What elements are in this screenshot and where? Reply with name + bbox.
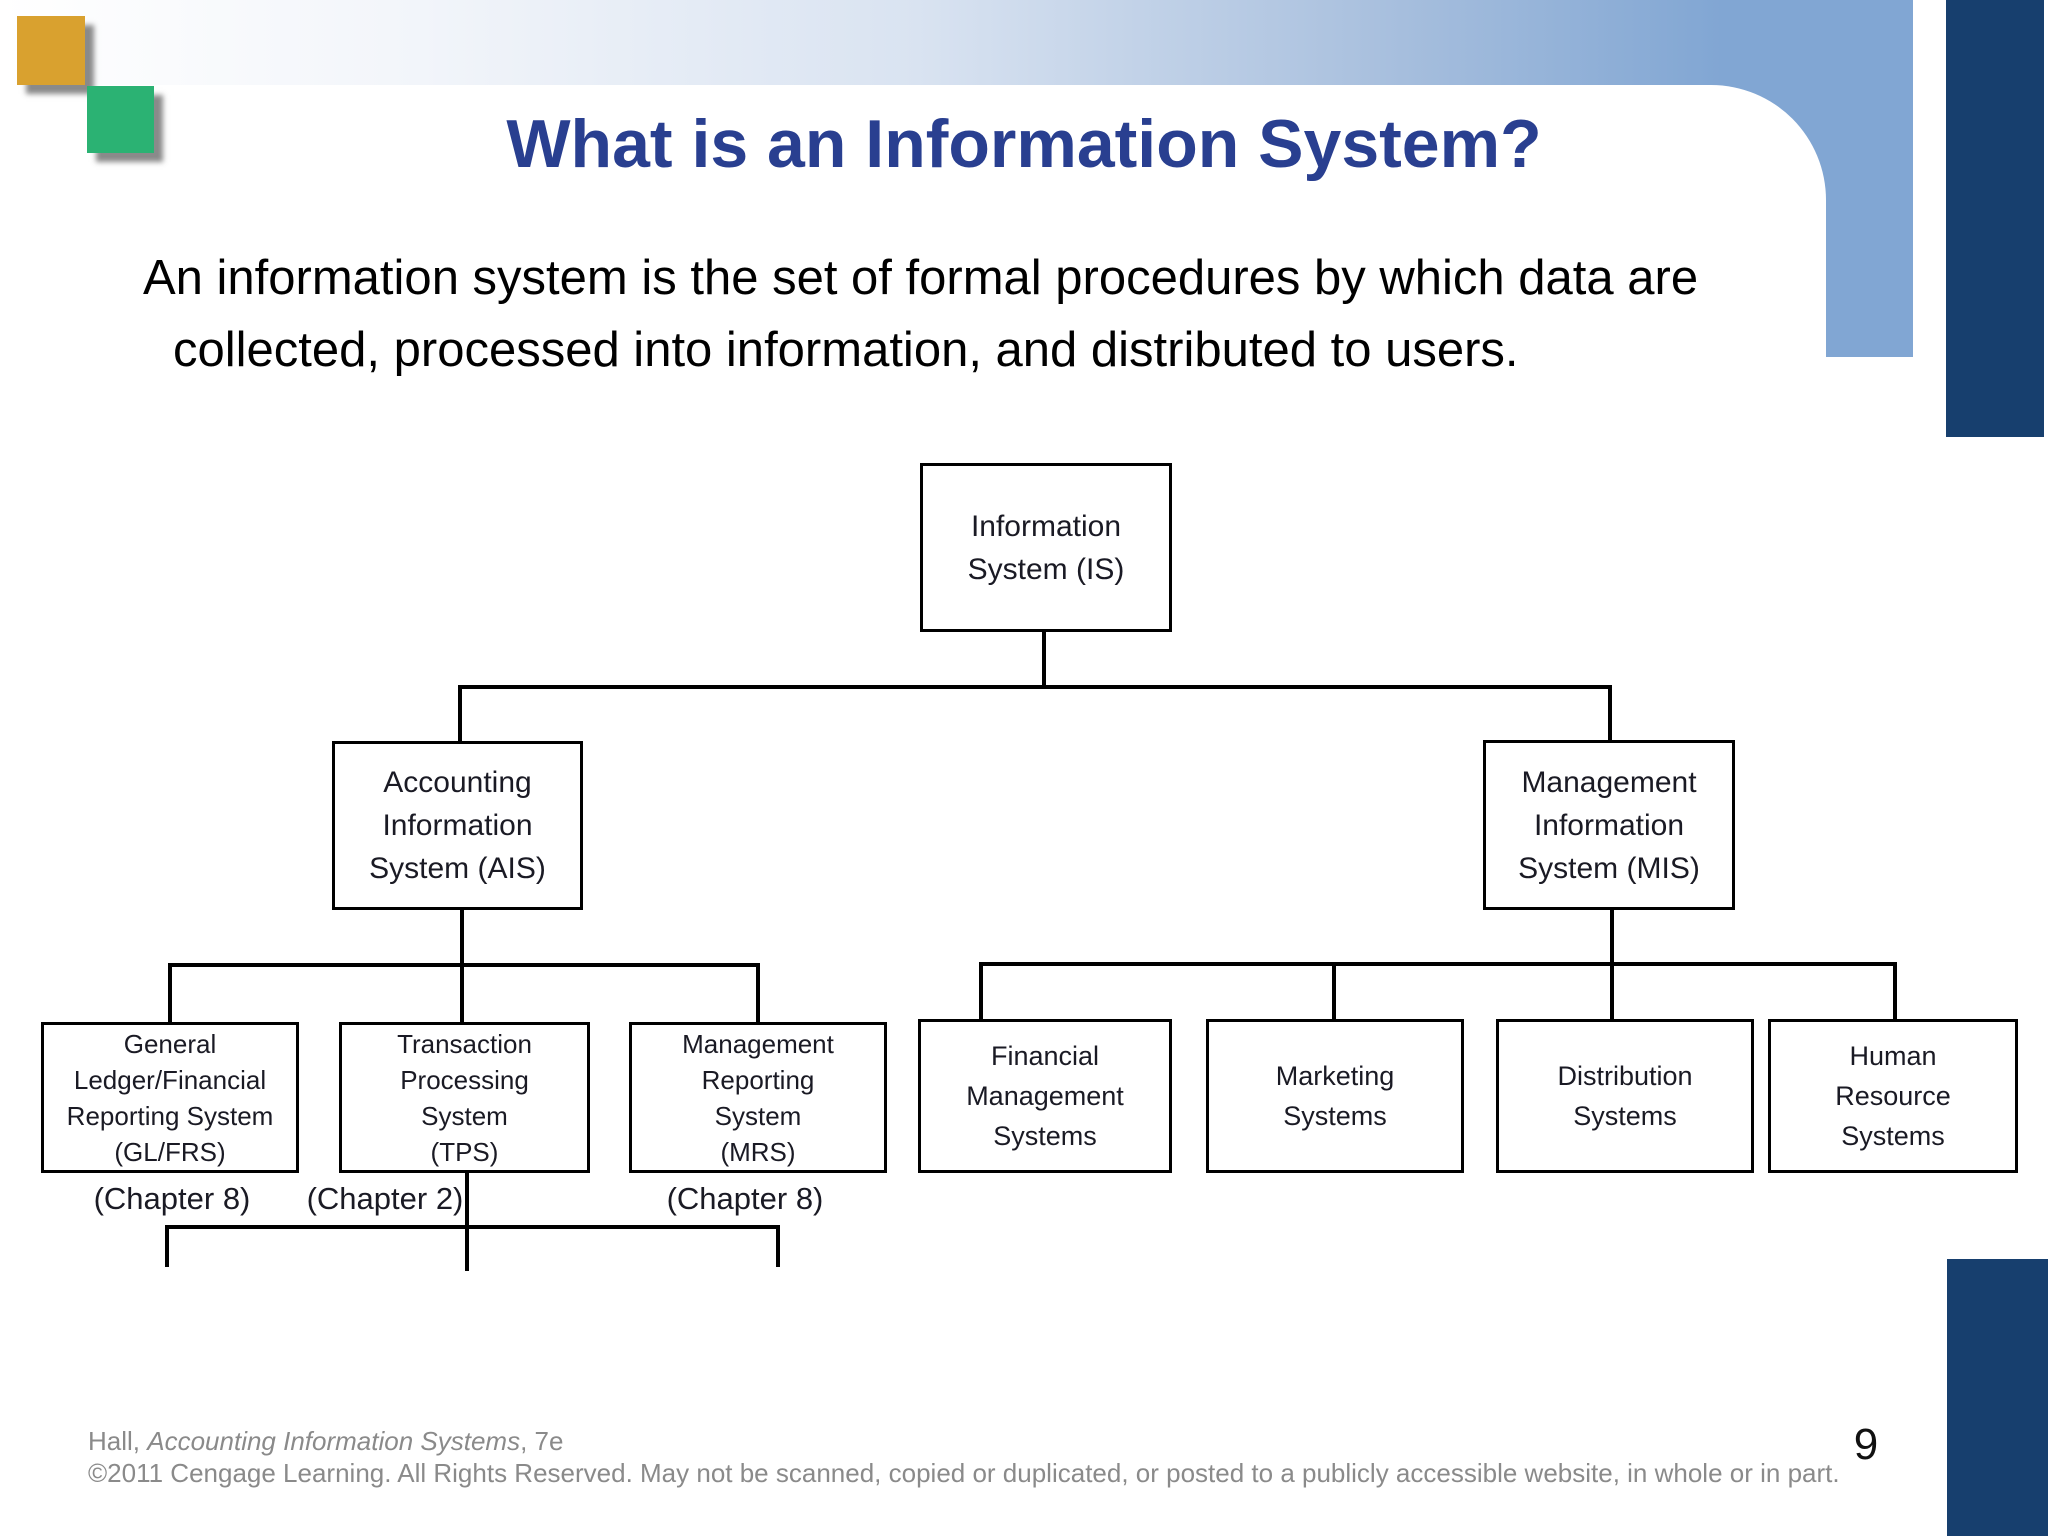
connector-financial-stub bbox=[979, 962, 983, 1020]
connector-mrs-stub bbox=[756, 963, 760, 1024]
connector-tps-sub-left-stub bbox=[165, 1225, 169, 1267]
decor-orange-square bbox=[17, 16, 85, 85]
box-information-system: Information System (IS) bbox=[920, 463, 1172, 632]
connector-distribution-stub bbox=[1610, 962, 1614, 1020]
chapter-label-mrs: (Chapter 8) bbox=[666, 1181, 824, 1216]
box-management-information-system: Management Information System (MIS) bbox=[1483, 740, 1735, 910]
box-general-ledger-financial-reporting: General Ledger/Financial Reporting Syste… bbox=[41, 1022, 299, 1173]
box-financial-management-systems: Financial Management Systems bbox=[918, 1019, 1172, 1173]
connector-is-down bbox=[1042, 632, 1046, 688]
body-text-line-1: An information system is the set of form… bbox=[143, 251, 1699, 305]
footer-citation-prefix: Hall, bbox=[88, 1426, 148, 1456]
box-accounting-information-system: Accounting Information System (AIS) bbox=[332, 741, 583, 910]
connector-ais-down bbox=[460, 910, 464, 966]
connector-level2-horizontal bbox=[458, 685, 1612, 689]
footer-citation: Hall, Accounting Information Systems, 7e bbox=[88, 1426, 563, 1457]
connector-ais-children-horizontal bbox=[168, 963, 760, 967]
right-navy-bar-bottom bbox=[1947, 1259, 2048, 1536]
box-management-reporting-system: Management Reporting System (MRS) bbox=[629, 1022, 887, 1173]
connector-tps-sub-horizontal bbox=[165, 1225, 780, 1229]
connector-ais-stub bbox=[458, 685, 462, 743]
box-distribution-systems: Distribution Systems bbox=[1496, 1019, 1754, 1173]
box-marketing-systems: Marketing Systems bbox=[1206, 1019, 1464, 1173]
connector-mis-children-horizontal bbox=[979, 962, 1897, 966]
connector-tps-down bbox=[465, 1173, 469, 1229]
footer-citation-book-title: Accounting Information Systems bbox=[147, 1426, 521, 1456]
connector-tps-sub-center-stub bbox=[465, 1225, 469, 1271]
body-text-line-2: collected, processed into information, a… bbox=[173, 323, 1519, 377]
connector-tps-sub-right-stub bbox=[776, 1225, 780, 1267]
connector-marketing-stub bbox=[1332, 962, 1336, 1020]
page-number: 9 bbox=[1853, 1420, 1879, 1469]
chapter-label-tps: (Chapter 2) bbox=[306, 1181, 464, 1216]
connector-tps-stub bbox=[460, 963, 464, 1024]
chapter-label-glfrs: (Chapter 8) bbox=[93, 1181, 251, 1216]
slide-title: What is an Information System? bbox=[506, 106, 1542, 182]
box-human-resource-systems: Human Resource Systems bbox=[1768, 1019, 2018, 1173]
footer-copyright: ©2011 Cengage Learning. All Rights Reser… bbox=[88, 1458, 1840, 1488]
footer-citation-suffix: , 7e bbox=[520, 1426, 564, 1456]
box-transaction-processing-system: Transaction Processing System (TPS) bbox=[339, 1022, 590, 1173]
decor-green-square bbox=[87, 86, 154, 153]
connector-mis-stub bbox=[1608, 685, 1612, 742]
connector-mis-down bbox=[1610, 910, 1614, 964]
connector-hr-stub bbox=[1893, 962, 1897, 1020]
connector-glfrs-stub bbox=[168, 963, 172, 1024]
right-navy-bar-top bbox=[1946, 0, 2044, 437]
